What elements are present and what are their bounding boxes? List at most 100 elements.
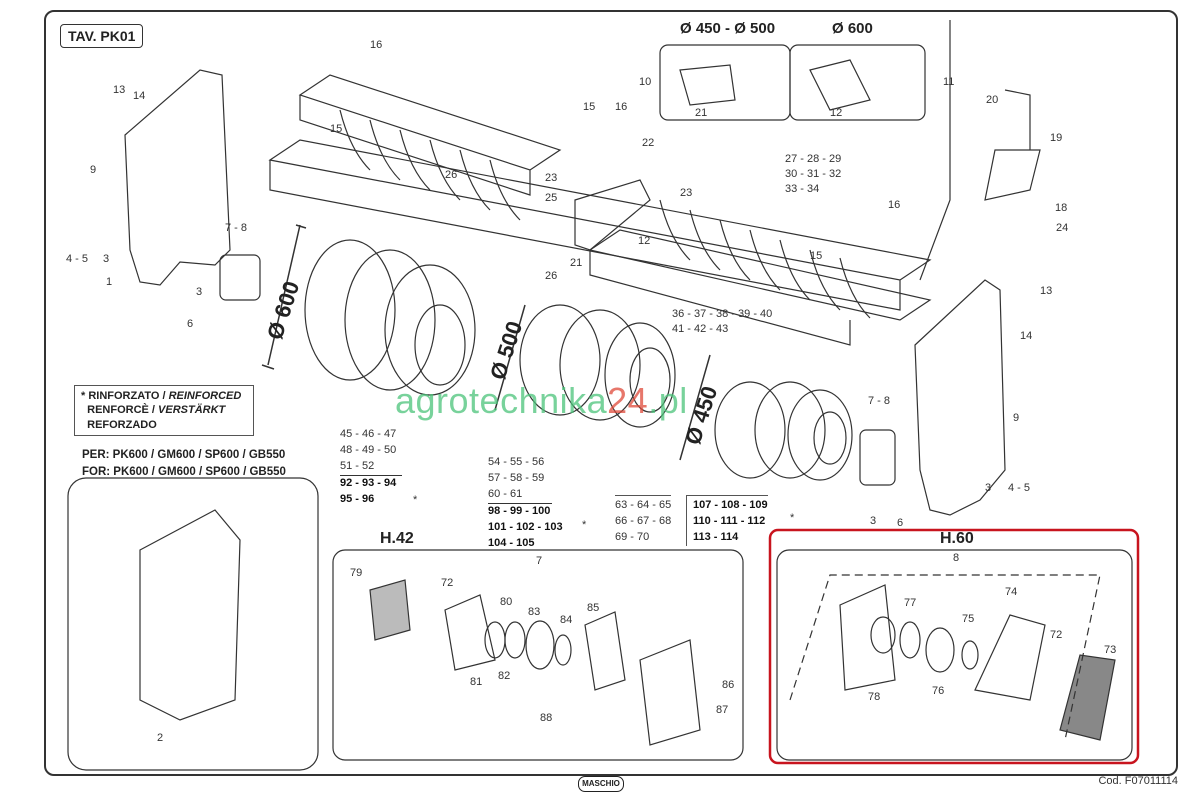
part-numbers: 57 - 58 - 59 <box>488 471 545 484</box>
maschio-logo: MASCHIO <box>578 776 624 792</box>
bearing-left <box>219 254 261 301</box>
part-callout: 87 <box>716 704 729 716</box>
group-450-parts: 63 - 64 - 65 66 - 67 - 68 69 - 70 <box>615 495 672 546</box>
group-450-reinforced: 107 - 108 - 109 110 - 111 - 112 113 - 11… <box>686 495 768 546</box>
part-callout: 72 <box>441 577 454 589</box>
part-callout: 36 - 37 - 38 - 39 - 40 <box>672 308 773 320</box>
note-text: RENFORCÈ / <box>87 404 159 417</box>
scraper-detail <box>919 20 1041 281</box>
part-callout: 33 - 34 <box>785 183 820 195</box>
note-text: REINFORCED <box>168 390 242 402</box>
part-callout: 11 <box>943 76 955 88</box>
note-text: REFORZADO <box>87 418 157 431</box>
part-callout: 7 - 8 <box>225 222 248 234</box>
group-600-parts: 45 - 46 - 47 48 - 49 - 50 51 - 52 92 - 9… <box>340 427 402 508</box>
part-callout: 16 <box>888 199 901 211</box>
inset-450-500 <box>659 44 791 121</box>
asterisk: * <box>582 519 587 531</box>
models-for: FOR: PK600 / GM600 / SP600 / GB550 <box>82 465 286 478</box>
part-callout: 24 <box>1056 222 1069 234</box>
part-callout: 80 <box>500 596 513 608</box>
part-callout: 7 - 8 <box>868 395 891 407</box>
note-text: * RINFORZATO / <box>81 390 169 402</box>
part-callout: 3 <box>103 253 110 265</box>
note-text: VERSTÄRKT <box>158 404 226 417</box>
part-numbers: 66 - 67 - 68 <box>615 514 672 527</box>
panel-plate-2 <box>67 477 319 771</box>
part-numbers: 54 - 55 - 56 <box>488 456 545 468</box>
inset-600 <box>789 44 926 121</box>
part-callout: 10 <box>639 76 652 88</box>
part-callout: 13 <box>1040 285 1053 297</box>
part-callout: 1 <box>106 276 113 288</box>
part-callout: 9 <box>90 164 97 176</box>
part-callout: 7 <box>536 555 543 567</box>
part-numbers: 69 - 70 <box>615 530 650 543</box>
h60-highlight <box>768 528 1140 765</box>
group-500-parts: 54 - 55 - 56 57 - 58 - 59 60 - 61 98 - 9… <box>488 455 563 552</box>
h42-box <box>332 549 744 761</box>
part-callout: 74 <box>1005 586 1018 598</box>
part-numbers-reinforced: 110 - 111 - 112 <box>693 514 766 527</box>
part-callout: 6 <box>897 517 904 529</box>
part-callout: 15 <box>810 250 823 262</box>
part-numbers-reinforced: 113 - 114 <box>693 530 739 543</box>
part-callout: 30 - 31 - 32 <box>785 168 842 180</box>
part-callout: 22 <box>642 137 655 149</box>
part-callout: 18 <box>1055 202 1068 214</box>
part-callout: 83 <box>528 606 541 618</box>
part-callout: 16 <box>615 101 628 113</box>
tines-rear <box>659 199 871 319</box>
drawing-frame <box>44 10 1178 776</box>
part-callout: 3 <box>985 482 992 494</box>
rear-tube <box>268 139 932 311</box>
part-callout: 8 <box>953 552 960 564</box>
part-callout: 72 <box>1050 629 1063 641</box>
part-callout: 21 <box>570 257 583 269</box>
h60-box <box>776 549 1133 761</box>
part-callout: 19 <box>1050 132 1063 144</box>
part-callout: 6 <box>187 318 194 330</box>
part-callout: 81 <box>470 676 483 688</box>
part-callout: 4 - 5 <box>66 253 89 265</box>
models-per: PER: PK600 / GM600 / SP600 / GB550 <box>82 449 286 461</box>
roller-500 <box>519 304 676 428</box>
part-numbers-reinforced: 107 - 108 - 109 <box>693 499 768 511</box>
part-callout: 21 <box>695 107 708 119</box>
part-callout: 16 <box>370 39 383 51</box>
part-numbers: 48 - 49 - 50 <box>340 443 397 456</box>
part-numbers: 45 - 46 - 47 <box>340 428 397 440</box>
part-callout: 79 <box>350 567 363 579</box>
part-callout: 26 <box>545 270 558 282</box>
model-applicability: PER: PK600 / GM600 / SP600 / GB550 FOR: … <box>82 447 286 480</box>
roller-450 <box>714 381 853 481</box>
left-side-plate <box>124 69 231 286</box>
right-side-plate <box>914 279 1006 516</box>
part-callout: 3 <box>870 515 877 527</box>
part-callout: 82 <box>498 670 511 682</box>
part-callout: 4 - 5 <box>1008 482 1031 494</box>
h60-title: H.60 <box>940 530 974 547</box>
diameter-450-500-label: Ø 450 - Ø 500 <box>680 20 776 37</box>
part-callout: 77 <box>904 597 917 609</box>
part-numbers-reinforced: 95 - 96 <box>340 492 375 505</box>
part-callout: 78 <box>868 691 881 703</box>
part-callout: 15 <box>330 123 343 135</box>
tines-front <box>339 109 521 221</box>
part-callout: 23 <box>545 172 558 184</box>
part-numbers: 63 - 64 - 65 <box>615 499 672 511</box>
center-bracket <box>574 179 651 251</box>
part-callout: 86 <box>722 679 735 691</box>
watermark-text: agrotechnika <box>395 380 608 421</box>
front-tube <box>298 74 562 196</box>
part-callout: 14 <box>133 90 146 102</box>
table-title: TAV. PK01 <box>60 24 144 48</box>
drawing-code: Cod. F07011114 <box>1098 775 1178 787</box>
part-numbers: 51 - 52 <box>340 459 402 476</box>
part-callout: 84 <box>560 614 573 626</box>
part-callout: 12 <box>638 235 651 247</box>
asterisk: * <box>790 512 795 524</box>
part-numbers: 60 - 61 <box>488 487 552 504</box>
part-callout: 88 <box>540 712 553 724</box>
